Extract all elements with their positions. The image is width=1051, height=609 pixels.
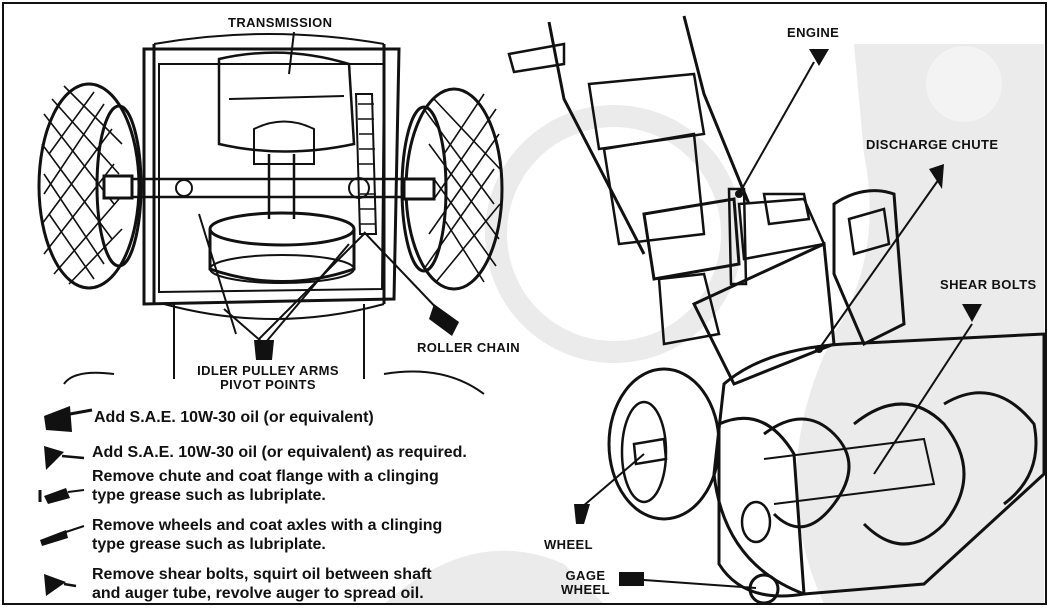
lubrication-diagram <box>37 15 1045 603</box>
engine-label: ENGINE <box>787 25 840 40</box>
pointer-markers-right <box>574 49 982 586</box>
idler-pulley-line2: PIVOT POINTS <box>220 377 316 392</box>
legend-text-oiler: Add S.A.E. 10W-30 oil (or equivalent) as… <box>92 444 467 461</box>
gage-wheel-line1: GAGE <box>565 568 606 583</box>
discharge-chute-label: DISCHARGE CHUTE <box>866 137 999 152</box>
gage-wheel-line2: WHEEL <box>561 582 610 597</box>
pointer-markers-left <box>254 304 459 360</box>
oiler-icon <box>44 446 85 470</box>
grease-gun-icon <box>38 488 85 504</box>
gage-wheel-label: GAGE WHEEL <box>561 569 610 597</box>
right-wheel-drawing <box>400 87 504 291</box>
watermark-logo <box>385 44 1044 603</box>
legend-text-oil-can: Add S.A.E. 10W-30 oil (or equivalent) <box>94 409 374 426</box>
leader-lines-left <box>223 31 445 343</box>
grease-tube-icon <box>40 525 85 546</box>
legend-icons <box>38 406 93 596</box>
legend-text-grease-gun: Remove chute and coat flange with a clin… <box>92 468 439 504</box>
transmission-label: TRANSMISSION <box>228 15 333 30</box>
oil-can-icon <box>44 406 93 432</box>
snow-thrower-drawing <box>507 15 1045 603</box>
roller-chain-label: ROLLER CHAIN <box>417 340 521 355</box>
idler-pulley-line1: IDLER PULLEY ARMS <box>197 363 339 378</box>
wheel-label: WHEEL <box>544 537 593 552</box>
idler-pulley-label: IDLER PULLEY ARMS PIVOT POINTS <box>188 364 348 392</box>
legend-text-grease-tube: Remove wheels and coat axles with a clin… <box>92 517 443 553</box>
legend-text-oil-drop: Remove shear bolts, squirt oil between s… <box>92 566 432 602</box>
shear-bolts-label: SHEAR BOLTS <box>940 277 1037 292</box>
leader-lines-right <box>581 61 973 589</box>
left-wheel-drawing <box>37 82 143 290</box>
oil-drop-icon <box>44 574 77 596</box>
